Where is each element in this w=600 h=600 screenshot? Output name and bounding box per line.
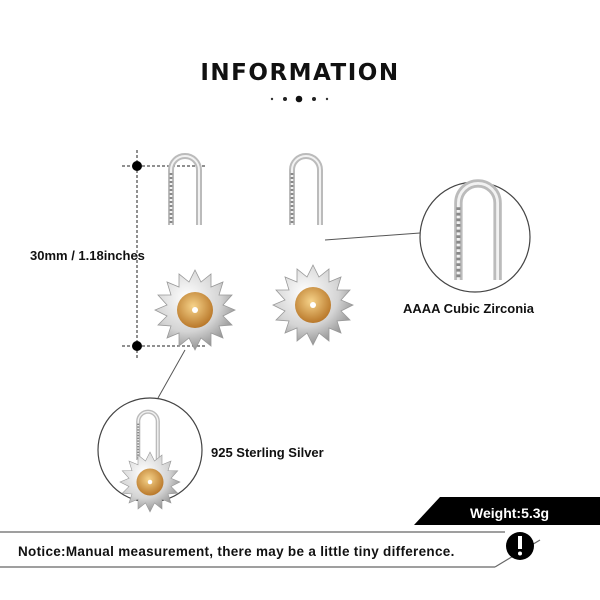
material-label: 925 Sterling Silver: [211, 445, 324, 460]
size-label: 30mm / 1.18inches: [30, 248, 145, 263]
stone-label: AAAA Cubic Zirconia: [403, 301, 534, 316]
title-dots: [270, 95, 329, 103]
weight-label: Weight:5.3g: [470, 505, 550, 521]
page-title: INFORMATION: [200, 60, 400, 86]
zoom-callout-silver: [97, 397, 203, 513]
weight-banner: [414, 497, 600, 525]
exclamation-icon: [506, 532, 534, 560]
notice-text: Notice:Manual measurement, there may be …: [18, 544, 455, 559]
earring-right: [292, 156, 320, 225]
dimension-marker: [122, 150, 205, 360]
zoom-callout-stones: [419, 182, 531, 293]
